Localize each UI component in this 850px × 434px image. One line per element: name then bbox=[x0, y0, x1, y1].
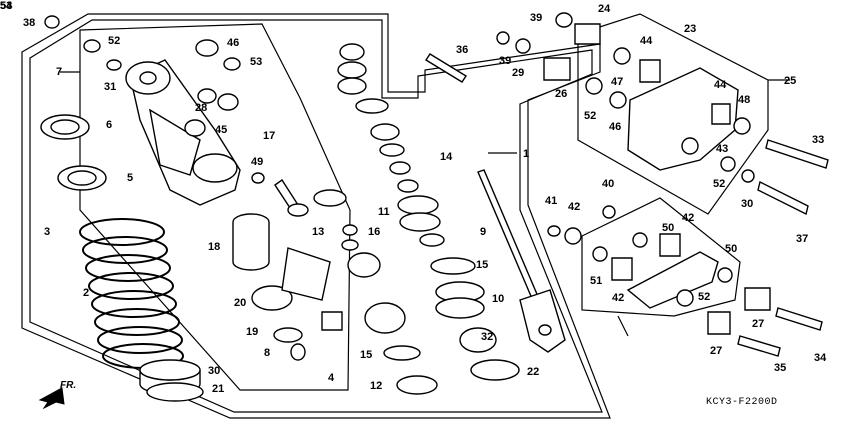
callout-45: 45 bbox=[215, 124, 228, 136]
inner-outline bbox=[29, 19, 603, 413]
callout-40: 40 bbox=[602, 178, 615, 190]
callout-10: 10 bbox=[492, 293, 505, 305]
callout-15: 15 bbox=[476, 259, 489, 271]
callout-28: 28 bbox=[195, 102, 208, 114]
callout-15: 15 bbox=[360, 349, 373, 361]
callout-16: 16 bbox=[368, 226, 381, 238]
callout-39: 39 bbox=[499, 55, 512, 67]
shock-arm bbox=[627, 67, 739, 171]
callout-22: 22 bbox=[527, 366, 540, 378]
callout-44: 44 bbox=[640, 35, 653, 47]
callout-46: 46 bbox=[609, 121, 622, 133]
callout-42: 42 bbox=[612, 292, 625, 304]
callout-18: 18 bbox=[208, 241, 221, 253]
callout-49: 49 bbox=[251, 156, 264, 168]
linkage-box-upper bbox=[577, 13, 769, 215]
callout-6: 6 bbox=[106, 119, 113, 131]
front-arrow bbox=[38, 387, 65, 410]
callout-52: 52 bbox=[698, 291, 711, 303]
callout-50: 50 bbox=[662, 222, 675, 234]
callout-39: 39 bbox=[530, 12, 543, 24]
callout-52: 52 bbox=[108, 35, 121, 47]
damper-box bbox=[79, 23, 351, 391]
callout-52: 52 bbox=[713, 178, 726, 190]
callout-52: 52 bbox=[584, 110, 597, 122]
callout-11: 11 bbox=[378, 206, 390, 218]
callout-44: 44 bbox=[714, 79, 727, 91]
callout-23: 23 bbox=[684, 23, 697, 35]
callout-12: 12 bbox=[370, 380, 383, 392]
callout-9: 9 bbox=[480, 226, 487, 238]
callout-31: 31 bbox=[104, 81, 117, 93]
callout-36: 36 bbox=[456, 44, 469, 56]
linkage-box-lower bbox=[581, 197, 741, 317]
callout-35: 35 bbox=[774, 362, 787, 374]
callout-30: 30 bbox=[208, 365, 221, 377]
callout-7: 7 bbox=[56, 66, 63, 78]
callout-2: 2 bbox=[83, 287, 90, 299]
callout-19: 19 bbox=[246, 326, 259, 338]
callout-42: 42 bbox=[568, 201, 581, 213]
callout-21: 21 bbox=[212, 383, 225, 395]
callout-37: 37 bbox=[796, 233, 809, 245]
callout-47: 47 bbox=[611, 76, 624, 88]
callout-13: 13 bbox=[312, 226, 325, 238]
callout-54: 54 bbox=[0, 0, 13, 12]
callout-14: 14 bbox=[440, 151, 453, 163]
callout-24: 24 bbox=[598, 3, 611, 15]
callout-53: 53 bbox=[250, 56, 263, 68]
callout-1: 1 bbox=[523, 148, 530, 160]
callout-32: 32 bbox=[481, 331, 494, 343]
callout-20: 20 bbox=[234, 297, 247, 309]
outer-outline bbox=[21, 13, 611, 419]
callout-8: 8 bbox=[264, 347, 271, 359]
callout-5: 5 bbox=[127, 172, 134, 184]
callout-33: 33 bbox=[812, 134, 825, 146]
callout-4: 4 bbox=[328, 372, 335, 384]
diagram-code: KCY3-F2200D bbox=[706, 397, 778, 408]
direction-label: FR. bbox=[60, 380, 77, 391]
callout-41: 41 bbox=[545, 195, 558, 207]
callout-38: 38 bbox=[23, 17, 36, 29]
callout-51: 51 bbox=[590, 275, 603, 287]
callout-26: 26 bbox=[555, 88, 568, 100]
callout-46: 46 bbox=[227, 37, 240, 49]
callout-43: 43 bbox=[716, 143, 729, 155]
callout-27: 27 bbox=[710, 345, 723, 357]
callout-30: 30 bbox=[741, 198, 754, 210]
callout-54: 54 bbox=[0, 0, 13, 12]
shock-link bbox=[626, 251, 719, 309]
callout-34: 34 bbox=[814, 352, 827, 364]
callout-50: 50 bbox=[725, 243, 738, 255]
callout-29: 29 bbox=[512, 67, 525, 79]
callout-42: 42 bbox=[682, 212, 695, 224]
callout-17: 17 bbox=[263, 130, 276, 142]
callout-53: 53 bbox=[0, 0, 13, 12]
callout-48: 48 bbox=[738, 94, 751, 106]
callout-3: 3 bbox=[44, 226, 51, 238]
callout-25: 25 bbox=[784, 75, 797, 87]
callout-27: 27 bbox=[752, 318, 765, 330]
